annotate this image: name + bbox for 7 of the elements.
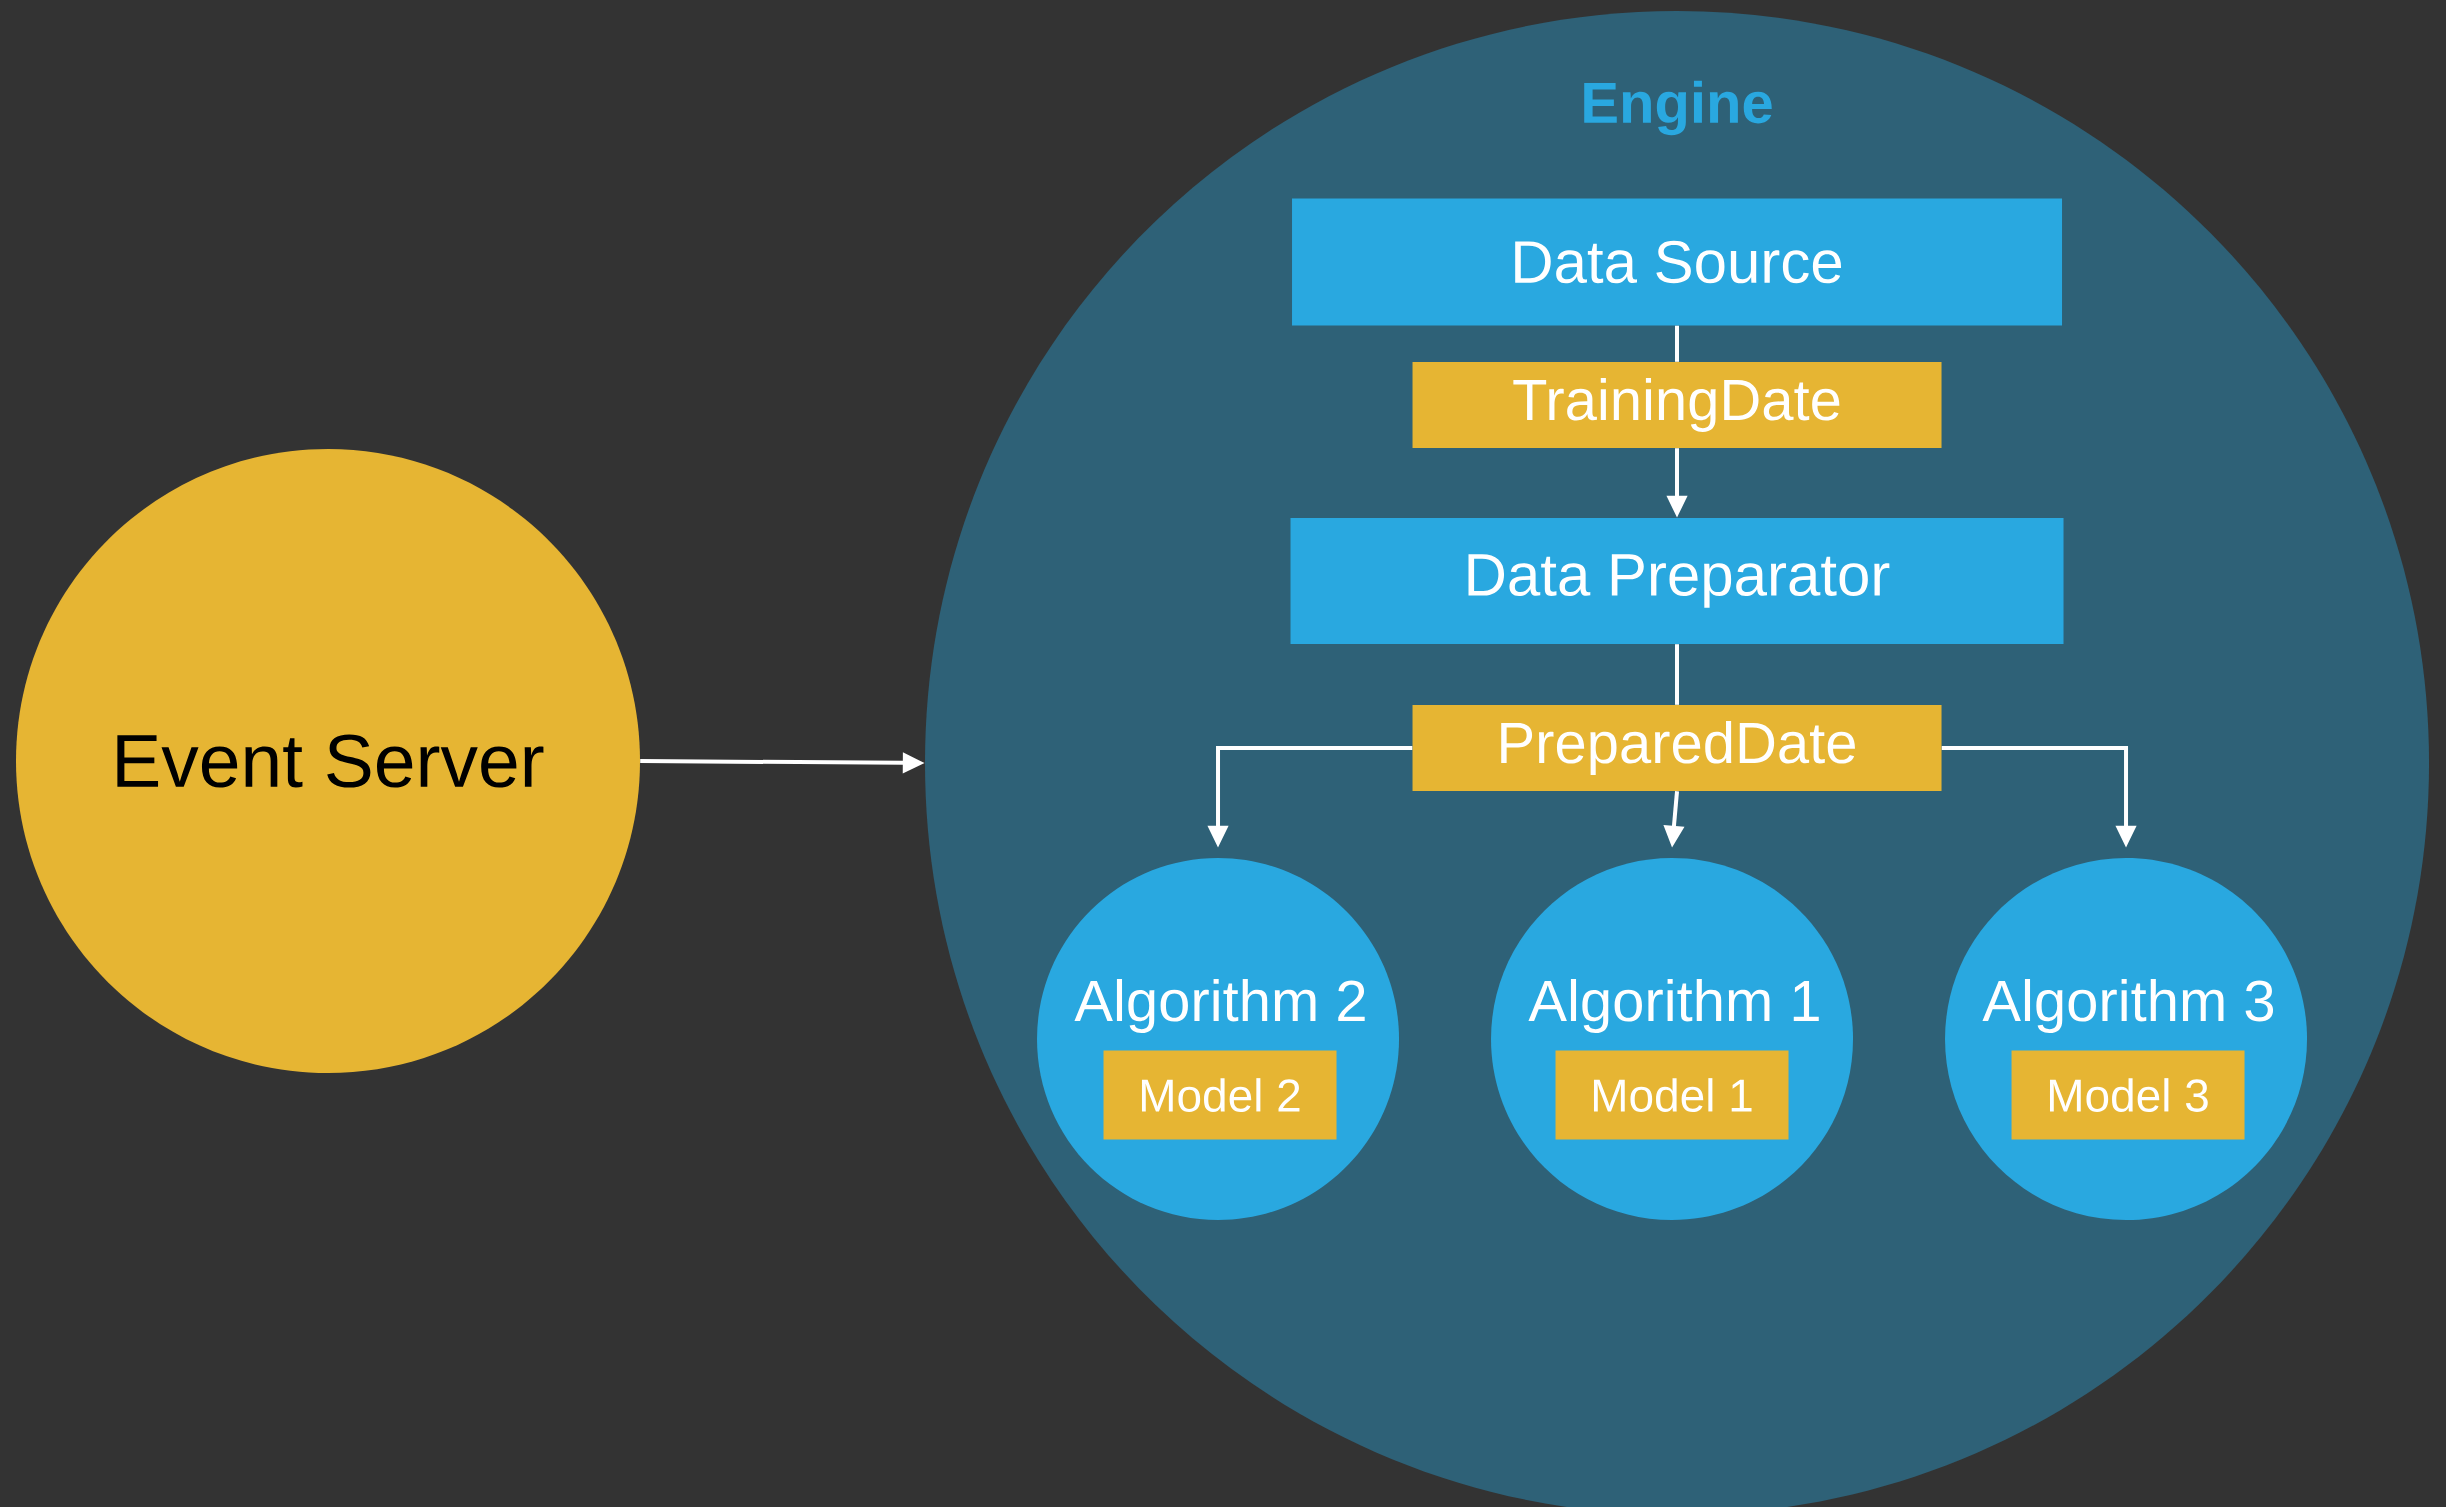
model-box: Model 1: [1555, 1050, 1789, 1140]
process-box: TrainingDate: [1412, 362, 1942, 448]
model-box: Model 3: [2011, 1050, 2245, 1140]
model-box: Model 2: [1103, 1050, 1337, 1140]
process-box: PreparedDate: [1412, 705, 1942, 791]
process-box: Data Preparator: [1290, 518, 2064, 644]
process-box: Data Source: [1292, 198, 2063, 326]
